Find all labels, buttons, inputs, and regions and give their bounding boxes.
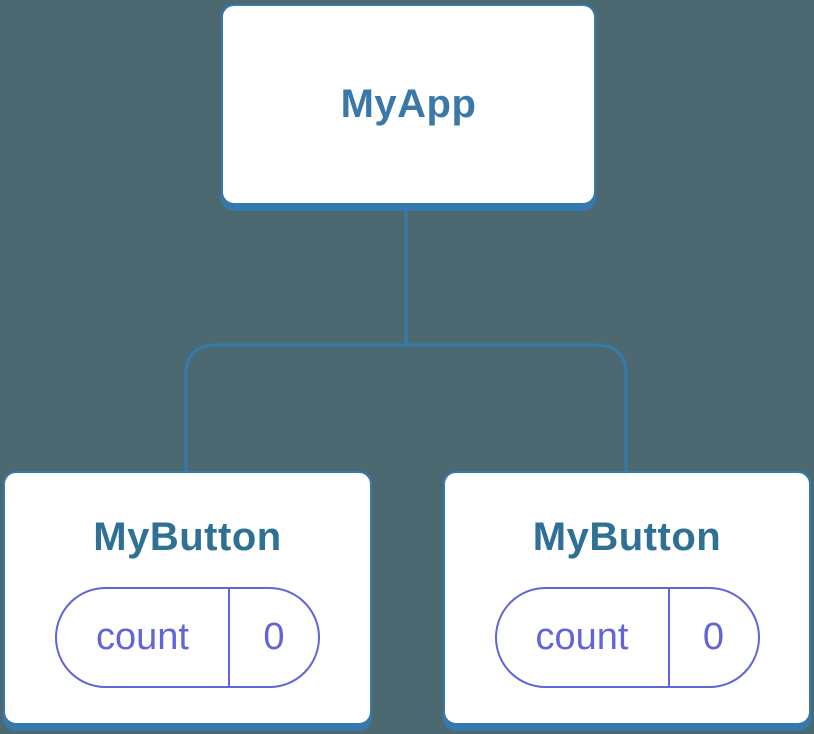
state-pill: count 0 (55, 587, 320, 688)
state-name: count (57, 589, 230, 686)
state-value: 0 (263, 616, 285, 658)
child-node-label: MyButton (532, 515, 722, 559)
child-node-mybutton-left: MyButton count 0 (3, 471, 372, 725)
child-node-mybutton-right: MyButton count 0 (443, 471, 811, 725)
root-node-myapp: MyApp (221, 4, 596, 205)
state-name: count (497, 589, 670, 686)
state-pill: count 0 (494, 587, 760, 688)
connector-children-bracket (184, 343, 628, 473)
child-node-label: MyButton (93, 515, 282, 559)
root-node-label: MyApp (340, 82, 477, 126)
state-value: 0 (702, 616, 725, 658)
